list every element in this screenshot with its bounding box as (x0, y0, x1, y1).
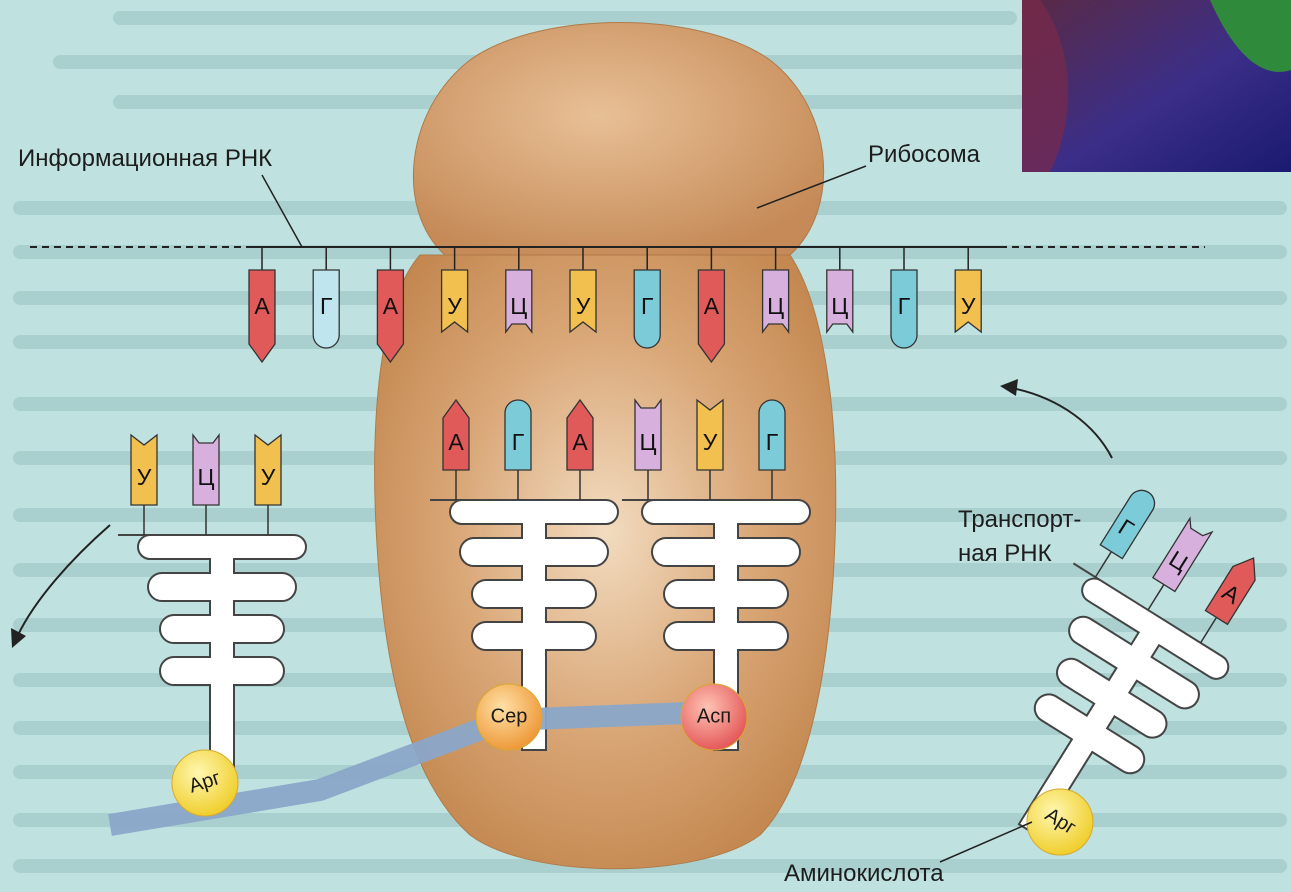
amino-acid: Сер (476, 684, 542, 750)
mrna-base-letter: А (383, 293, 399, 319)
label-ribosome: Рибосома (868, 141, 981, 168)
mrna-base-letter: У (447, 293, 462, 319)
mrna-base: Ц (827, 247, 853, 332)
anticodon-letter: У (703, 429, 718, 455)
anticodon-letter: А (448, 429, 464, 455)
ribosome-small-subunit (413, 23, 823, 256)
mrna-base: А (249, 247, 275, 362)
label-trna-line2: ная РНК (958, 540, 1052, 567)
mrna-base-letter: Г (320, 293, 333, 319)
label-amino-acid: Аминокислота (784, 860, 944, 887)
mrna-base-letter: У (961, 293, 976, 319)
mrna-base-letter: А (254, 293, 270, 319)
mrna-base-letter: А (704, 293, 720, 319)
mrna-base: Г (891, 247, 917, 348)
mrna-base: А (377, 247, 403, 362)
mrna-base: У (955, 247, 981, 332)
amino-acid: Арг (1027, 789, 1093, 855)
mrna-base-letter: Ц (767, 293, 784, 319)
mrna-base-letter: Ц (831, 293, 848, 319)
anticodon-letter: У (137, 464, 152, 490)
anticodon-letter: Г (766, 429, 779, 455)
mrna-base-letter: Ц (510, 293, 527, 319)
amino-acid: Арг (172, 750, 238, 816)
anticodon-letter: А (572, 429, 588, 455)
label-trna-line1: Транспорт- (958, 506, 1081, 533)
amino-acid-label: Асп (697, 705, 731, 727)
mrna-base-letter: У (576, 293, 591, 319)
amino-acid: Асп (681, 684, 747, 750)
anticodon-letter: Г (512, 429, 525, 455)
entry-arrowhead (1000, 379, 1018, 396)
amino-acid-label: Сер (491, 705, 528, 727)
mrna-base-letter: Г (641, 293, 654, 319)
anticodon-letter: Ц (639, 429, 656, 455)
mrna-base-letter: Г (898, 293, 911, 319)
mrna-base: Г (313, 247, 339, 348)
label-mrna: Информационная РНК (18, 145, 272, 172)
amino-acid-pointer (940, 822, 1032, 862)
anticodon-letter: У (261, 464, 276, 490)
anticodon-letter: Ц (197, 464, 214, 490)
